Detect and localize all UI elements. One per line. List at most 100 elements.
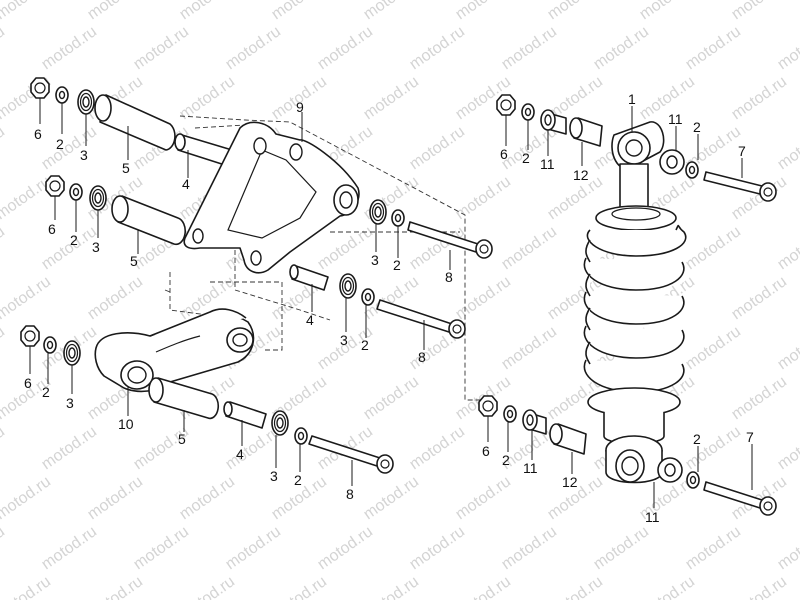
bolt-7-shock-low — [703, 481, 777, 516]
washer-2-arm — [294, 427, 308, 445]
watermark-text: motod.ru — [0, 473, 54, 523]
watermark-text: motod.ru — [361, 373, 422, 423]
callout-8: 8 — [418, 349, 426, 365]
watermark-text: motod.ru — [453, 573, 514, 600]
watermark-text: motod.ru — [0, 0, 54, 23]
callout-6: 6 — [482, 443, 490, 459]
callout-3: 3 — [340, 332, 348, 348]
callout-3: 3 — [80, 147, 88, 163]
callout-3: 3 — [92, 239, 100, 255]
watermark-text: motod.ru — [85, 573, 146, 600]
callout-7: 7 — [746, 429, 754, 445]
bolt-8-bracket — [407, 221, 493, 259]
callout-3: 3 — [371, 252, 379, 268]
watermark-text: motod.ru — [39, 23, 100, 73]
washer-2-shock-low-right — [686, 471, 700, 489]
washer-2-low — [43, 336, 57, 354]
washer-2-shock-low — [503, 405, 517, 423]
washer-2-top — [55, 86, 69, 104]
watermark-text: motod.ru — [177, 573, 238, 600]
watermark-text: motod.ru — [591, 23, 652, 73]
bolt-8-arm — [308, 435, 394, 474]
watermark-text: motod.ru — [683, 223, 744, 273]
watermark-text: motod.ru — [729, 73, 790, 123]
callout-6: 6 — [24, 375, 32, 391]
watermark-text: motod.ru — [361, 73, 422, 123]
watermark-text: motod.ru — [85, 0, 146, 23]
watermark-text: motod.ru — [407, 23, 468, 73]
watermark-text: motod.ru — [131, 523, 192, 573]
nut-6-top — [30, 77, 50, 99]
watermark-text: motod.ru — [775, 123, 800, 173]
callout-2: 2 — [693, 431, 701, 447]
callout-2: 2 — [693, 119, 701, 135]
watermark-text: motod.ru — [361, 573, 422, 600]
callout-3: 3 — [270, 468, 278, 484]
bolt-8-lower — [376, 299, 466, 339]
watermark-text: motod.ru — [637, 573, 698, 600]
callout-5: 5 — [122, 160, 130, 176]
callout-labels: 6 2 3 5 4 6 2 3 5 9 3 2 8 4 3 2 8 6 2 3 … — [24, 91, 754, 525]
watermark-text: motod.ru — [131, 23, 192, 73]
watermark-text: motod.ru — [775, 323, 800, 373]
callout-9: 9 — [296, 99, 304, 115]
watermark-text: motod.ru — [683, 423, 744, 473]
watermark-text: motod.ru — [499, 323, 560, 373]
watermark-text: motod.ru — [729, 0, 790, 23]
nut-6-mid — [45, 175, 65, 197]
washer-2-lower — [361, 288, 375, 306]
watermark-text: motod.ru — [0, 23, 8, 73]
watermark-text: motod.ru — [729, 273, 790, 323]
watermark-text: motod.ru — [499, 523, 560, 573]
watermark-text: motod.ru — [223, 23, 284, 73]
watermark-text: motod.ru — [407, 123, 468, 173]
callout-6: 6 — [500, 146, 508, 162]
watermark-text: motod.ru — [315, 223, 376, 273]
callout-12: 12 — [562, 474, 578, 490]
spacer-5-top — [94, 94, 176, 151]
callout-11: 11 — [668, 111, 683, 127]
sleeve-12-shock-top — [569, 117, 603, 147]
watermark-text: motod.ru — [453, 473, 514, 523]
callout-1: 1 — [628, 91, 636, 107]
callout-4: 4 — [182, 176, 190, 192]
bearing-3-low — [63, 340, 81, 366]
bearing-3-mid — [89, 185, 107, 211]
callout-5: 5 — [178, 431, 186, 447]
watermark-text: motod.ru — [453, 0, 514, 23]
watermark-text: motod.ru — [407, 423, 468, 473]
watermark-text: motod.ru — [177, 73, 238, 123]
watermark-text: motod.ru — [0, 123, 8, 173]
shock-absorber-1 — [583, 121, 687, 484]
watermark-text: motod.ru — [0, 173, 54, 223]
spacer-5-mid — [111, 195, 187, 246]
watermark-text: motod.ru — [315, 23, 376, 73]
callout-11: 11 — [645, 509, 660, 525]
callout-2: 2 — [502, 452, 510, 468]
washer-2-shock-top-right — [685, 161, 699, 179]
sleeve-12-shock-low — [549, 423, 587, 455]
watermark-text: motod.ru — [361, 473, 422, 523]
watermark-text: motod.ru — [0, 273, 54, 323]
watermark-text: motod.ru — [0, 223, 8, 273]
watermark-text: motod.ru — [775, 23, 800, 73]
watermark-text: motod.ru — [223, 523, 284, 573]
watermark-text: motod.ru — [499, 23, 560, 73]
watermark-text: motod.ru — [39, 523, 100, 573]
sleeve-4-low — [223, 401, 267, 429]
bolt-7-shock-top — [703, 171, 777, 202]
watermark-text: motod.ru — [39, 423, 100, 473]
bracket-9 — [183, 121, 360, 274]
watermark-text: motod.ru — [85, 473, 146, 523]
nut-6-low — [20, 325, 40, 347]
watermark-text: motod.ru — [775, 423, 800, 473]
watermark-text: motod.ru — [683, 23, 744, 73]
spacer-5-low — [148, 377, 220, 420]
bearing-3-bracket — [369, 199, 387, 225]
callout-11: 11 — [540, 156, 555, 172]
watermark-text: motod.ru — [775, 223, 800, 273]
callout-2: 2 — [42, 384, 50, 400]
collar-11-shock-low-left — [522, 409, 547, 435]
watermark-text: motod.ru — [361, 0, 422, 23]
callout-6: 6 — [34, 126, 42, 142]
